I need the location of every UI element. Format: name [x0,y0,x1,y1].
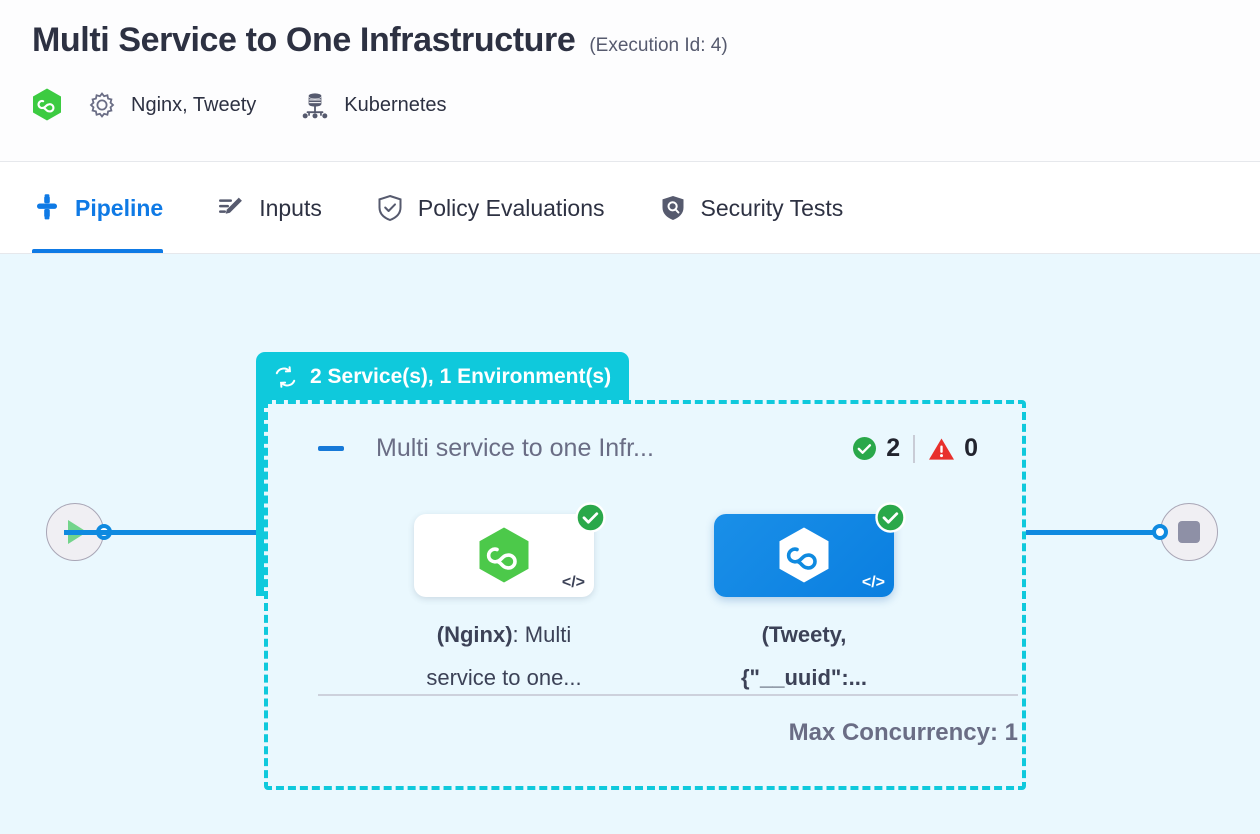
success-count-group: 2 [852,434,900,463]
end-input-port[interactable] [1152,524,1168,540]
group-divider [318,694,1018,696]
warning-count: 0 [964,434,978,462]
tab-inputs-label: Inputs [259,194,322,221]
services-label: Nginx, Tweety [131,93,257,116]
services-meta: Nginx, Tweety [88,91,256,119]
group-title-row: Multi service to one Infr... 2 [318,434,978,463]
hexagon-infinity-logo-icon [777,526,831,585]
pipeline-end-node[interactable] [1152,503,1218,561]
code-brackets-icon[interactable]: </> [861,574,885,591]
count-divider [913,434,916,463]
infrastructure-label: Kubernetes [344,93,447,116]
service-node-label: (Tweety, {"__uuid":... [704,613,904,699]
success-check-icon [852,436,877,461]
end-circle [1160,503,1218,561]
max-concurrency-label: Max Concurrency: 1 [788,719,1018,746]
meta-row: Nginx, Tweety [32,88,1260,121]
service-node-card[interactable]: </> [714,502,906,597]
tab-pipeline[interactable]: Pipeline [32,162,186,253]
wire-group-to-end [1026,530,1190,535]
execution-id: (Execution Id: 4) [589,35,728,56]
page-title: Multi Service to One Infrastructure [32,21,576,59]
code-brackets-icon[interactable]: </> [561,574,585,591]
kubernetes-icon [302,91,328,119]
group-title: Multi service to one Infr... [376,434,654,462]
loop-repeat-icon [272,365,299,389]
minus-collapse-icon[interactable] [318,446,344,451]
shield-search-icon [658,193,688,223]
tab-inputs[interactable]: Inputs [216,162,345,253]
group-body: Multi service to one Infr... 2 [264,400,1026,790]
gear-icon [88,91,116,119]
infrastructure-meta: Kubernetes [302,91,447,119]
page-header: Multi Service to One Infrastructure (Exe… [0,0,1260,162]
warning-triangle-icon [928,437,955,461]
service-node-label-bold: (Tweety, {"__uuid":... [741,622,867,690]
service-node-label-bold: (Nginx) [436,622,513,647]
hexagon-infinity-logo-icon [32,88,62,121]
service-node-nginx[interactable]: </> (Nginx): Multi service to one... [414,502,606,699]
stop-icon [1178,521,1200,543]
pipeline-canvas[interactable]: 2 Service(s), 1 Environment(s) Multi ser… [0,254,1260,834]
success-count: 2 [886,434,901,462]
node-success-check-icon [875,502,906,533]
service-node-label: (Nginx): Multi service to one... [404,613,604,699]
wire-start-to-group [64,530,264,535]
tab-policy-evaluations-label: Policy Evaluations [417,194,605,221]
service-node-label-rest: : Multi service to one... [426,622,582,690]
tab-security-tests-label: Security Tests [700,194,844,221]
pipeline-icon [32,193,62,223]
group-header[interactable]: 2 Service(s), 1 Environment(s) [256,352,630,401]
tab-policy-evaluations[interactable]: Policy Evaluations [375,162,628,253]
service-node-card[interactable]: </> [414,502,606,597]
tab-bar: Pipeline Inputs [0,162,1260,254]
warning-count-group: 0 [928,434,978,463]
group-left-accent-bar [256,394,266,596]
tab-security-tests[interactable]: Security Tests [658,162,867,253]
hexagon-infinity-logo-icon [477,526,531,585]
edit-pencil-icon [216,193,246,223]
service-node-tweety[interactable]: </> (Tweety, {"__uuid":... [714,502,906,699]
group-counts: 2 0 [852,434,978,463]
shield-check-icon [375,193,405,223]
node-success-check-icon [575,502,606,533]
tab-pipeline-label: Pipeline [75,194,164,221]
group-header-label: 2 Service(s), 1 Environment(s) [310,365,612,388]
title-row: Multi Service to One Infrastructure (Exe… [32,18,1260,62]
